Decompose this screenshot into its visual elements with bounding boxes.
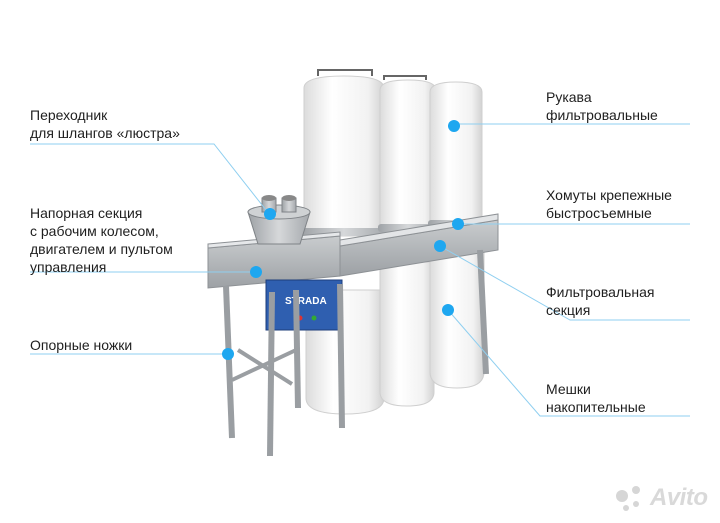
label-legs: Опорные ножки [30, 336, 132, 354]
label-adapter: Переходник для шлангов «люстра» [30, 106, 180, 142]
bags-dot [442, 304, 454, 316]
brand-plate-text: STRADA [285, 296, 327, 307]
label-sleeves-line-2: фильтровальные [546, 107, 658, 123]
label-legs-line-1: Опорные ножки [30, 337, 133, 353]
label-clamps: Хомуты крепежные быстросъемные [546, 186, 672, 222]
label-bags: Мешки накопительные [546, 380, 646, 416]
label-adapter-line-1: Переходник [30, 107, 108, 123]
label-sleeves: Рукава фильтровальные [546, 88, 658, 124]
clamps-dot [452, 218, 464, 230]
label-sleeves-line-1: Рукава [546, 89, 592, 105]
label-filter-line-2: секция [546, 302, 591, 318]
label-filter-line-1: Фильтровальная [546, 284, 655, 300]
adapter-dot [264, 208, 276, 220]
leader-lines [30, 123, 690, 417]
hose-adapter [247, 195, 311, 245]
label-bags-line-2: накопительные [546, 399, 646, 415]
legs-dot [222, 348, 234, 360]
pressure-section-dot [250, 266, 262, 278]
filter-section-dot [434, 240, 446, 252]
callout-dots [222, 120, 464, 360]
label-bags-line-1: Мешки [546, 381, 591, 397]
label-adapter-line-2: для шлангов «люстра» [30, 125, 180, 141]
label-pressure-line-3: двигателем и пультом [30, 241, 173, 257]
avito-logo-icon [616, 486, 640, 511]
label-clamps-line-1: Хомуты крепежные [546, 187, 672, 203]
label-pressure-line-4: управления [30, 259, 107, 275]
label-clamps-line-2: быстросъемные [546, 205, 652, 221]
label-pressure-line-1: Напорная секция [30, 205, 143, 221]
sleeves-dot [448, 120, 460, 132]
watermark: Avito [650, 484, 708, 511]
label-pressure-section: Напорная секция с рабочим колесом, двига… [30, 204, 173, 276]
label-pressure-line-2: с рабочим колесом, [30, 223, 159, 239]
filter-sleeves [303, 69, 483, 237]
label-filter-section: Фильтровальная секция [546, 283, 654, 319]
